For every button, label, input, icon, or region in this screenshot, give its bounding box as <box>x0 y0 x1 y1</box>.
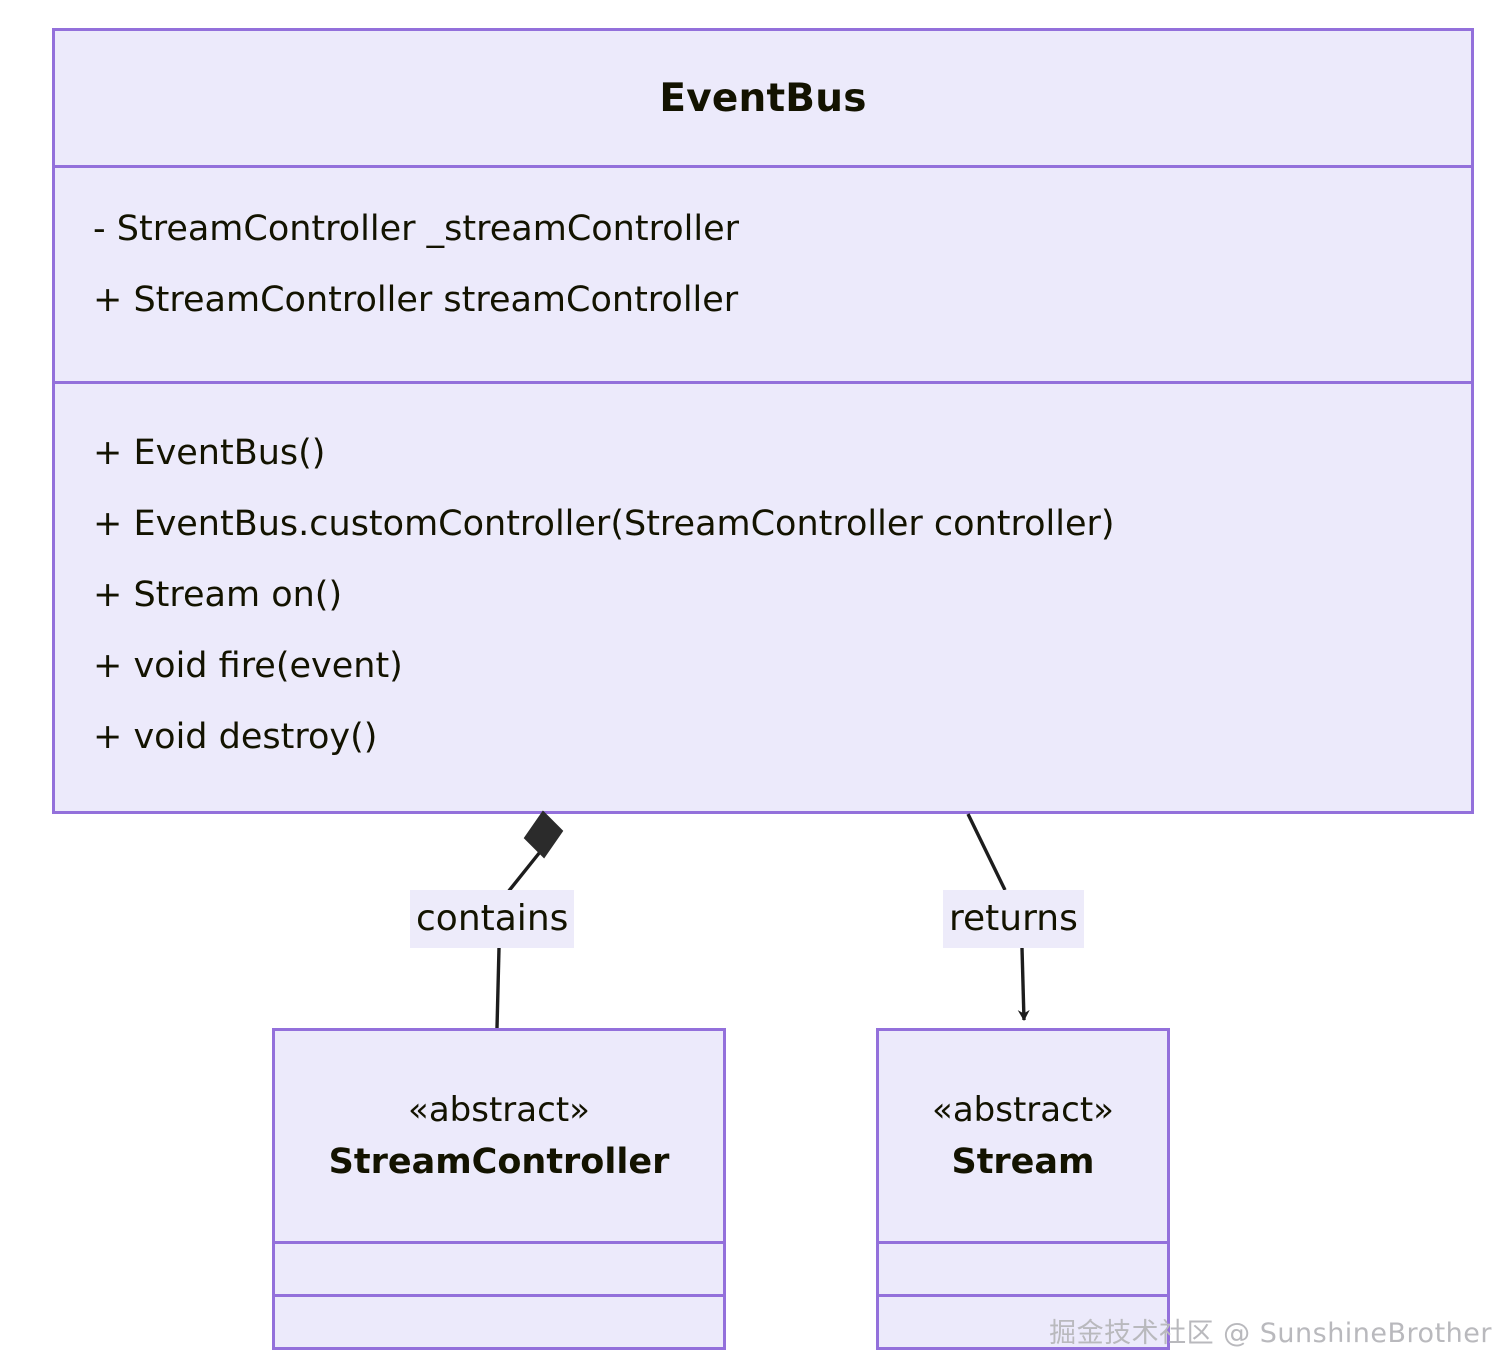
method-row: + void fire(event) <box>93 646 403 686</box>
methods-compartment-stream <box>879 1294 1167 1347</box>
class-box-eventbus[interactable]: EventBus - StreamController _streamContr… <box>52 28 1474 814</box>
edge-label-contains: contains <box>410 890 575 948</box>
attribute-row: - StreamController _streamController <box>93 209 739 249</box>
class-box-stream[interactable]: «abstract» Stream <box>876 1028 1170 1350</box>
filled-diamond-marker <box>523 810 564 859</box>
class-name-stream: Stream <box>951 1141 1095 1182</box>
attributes-compartment-eventbus: - StreamController _streamController + S… <box>55 165 1471 381</box>
class-box-streamcontroller[interactable]: «abstract» StreamController <box>272 1028 726 1350</box>
method-row: + EventBus() <box>93 433 326 473</box>
attributes-compartment-streamcontroller <box>275 1241 723 1294</box>
class-name-eventbus: EventBus <box>659 75 867 121</box>
class-header-stream: «abstract» Stream <box>879 1031 1167 1241</box>
watermark-text: 掘金技术社区 @ SunshineBrother <box>1049 1318 1492 1349</box>
class-header-eventbus: EventBus <box>55 31 1471 165</box>
methods-compartment-streamcontroller <box>275 1294 723 1347</box>
method-row: + EventBus.customController(StreamContro… <box>93 504 1115 544</box>
attributes-compartment-stream <box>879 1241 1167 1294</box>
attribute-row: + StreamController streamController <box>93 280 739 320</box>
class-name-streamcontroller: StreamController <box>328 1141 670 1182</box>
methods-compartment-eventbus: + EventBus() + EventBus.customController… <box>55 381 1471 811</box>
method-row: + void destroy() <box>93 717 378 757</box>
method-row: + Stream on() <box>93 575 343 615</box>
class-header-streamcontroller: «abstract» StreamController <box>275 1031 723 1241</box>
stereotype-label-stream: «abstract» <box>932 1089 1114 1130</box>
stereotype-label-streamcontroller: «abstract» <box>408 1089 590 1130</box>
edge-label-returns: returns <box>943 890 1084 948</box>
